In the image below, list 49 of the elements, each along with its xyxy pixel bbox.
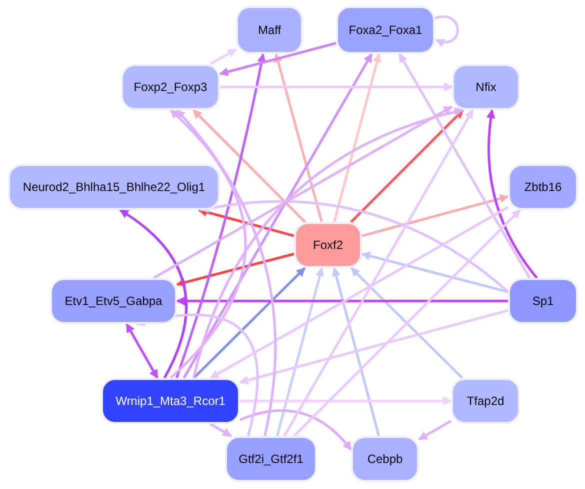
arrow bbox=[418, 420, 452, 440]
gene-node: Neurod2_Bhlha15_Bhlhe22_Olig1 bbox=[8, 164, 220, 210]
arrow bbox=[210, 422, 232, 438]
gene-node: Foxf2 bbox=[294, 222, 362, 268]
gene-node: Etv1_Etv5_Gabpa bbox=[50, 278, 177, 324]
arrow bbox=[350, 109, 464, 223]
arrow bbox=[274, 53, 323, 222]
arrow bbox=[239, 309, 508, 385]
arrow bbox=[434, 15, 459, 47]
arrow bbox=[486, 109, 538, 279]
arrow bbox=[293, 209, 521, 437]
gene-node: Sp1 bbox=[508, 278, 578, 324]
arrow bbox=[276, 267, 324, 436]
arrow bbox=[332, 53, 382, 222]
arrow bbox=[220, 82, 453, 92]
arrow bbox=[219, 42, 336, 76]
arrow bbox=[170, 109, 247, 379]
arrow bbox=[192, 108, 464, 378]
arrow bbox=[198, 208, 294, 237]
gene-node: Nfix bbox=[452, 64, 520, 110]
gene-node: Wrnip1_Mta3_Rcor1 bbox=[101, 378, 240, 424]
arrow bbox=[240, 409, 352, 451]
gene-node: Cebpb bbox=[351, 436, 419, 482]
arrow bbox=[176, 296, 508, 306]
arrow bbox=[176, 252, 294, 287]
arrow bbox=[119, 208, 188, 379]
arrow bbox=[283, 109, 474, 437]
gene-node: Zbtb16 bbox=[508, 164, 578, 210]
arrow bbox=[361, 252, 508, 294]
arrow bbox=[240, 396, 452, 406]
arrow bbox=[176, 109, 277, 436]
arrow bbox=[210, 48, 237, 66]
arrow bbox=[175, 53, 266, 378]
arrow bbox=[182, 53, 373, 379]
arrow bbox=[152, 105, 453, 280]
gene-node: Foxa2_Foxa1 bbox=[336, 6, 435, 54]
gene-node: Tfap2d bbox=[451, 378, 520, 424]
arrow bbox=[192, 267, 306, 379]
arrow bbox=[200, 200, 509, 293]
arrow bbox=[192, 109, 306, 223]
gene-node: Maff bbox=[236, 6, 303, 54]
gene-node: Gtf2i_Gtf2f1 bbox=[225, 436, 317, 482]
arrow bbox=[398, 53, 531, 279]
arrow bbox=[210, 206, 509, 380]
arrow bbox=[350, 267, 464, 379]
gene-node: Foxp2_Foxp3 bbox=[121, 64, 220, 110]
arrow bbox=[332, 267, 380, 436]
arrow bbox=[362, 194, 509, 238]
arrow bbox=[126, 323, 158, 379]
